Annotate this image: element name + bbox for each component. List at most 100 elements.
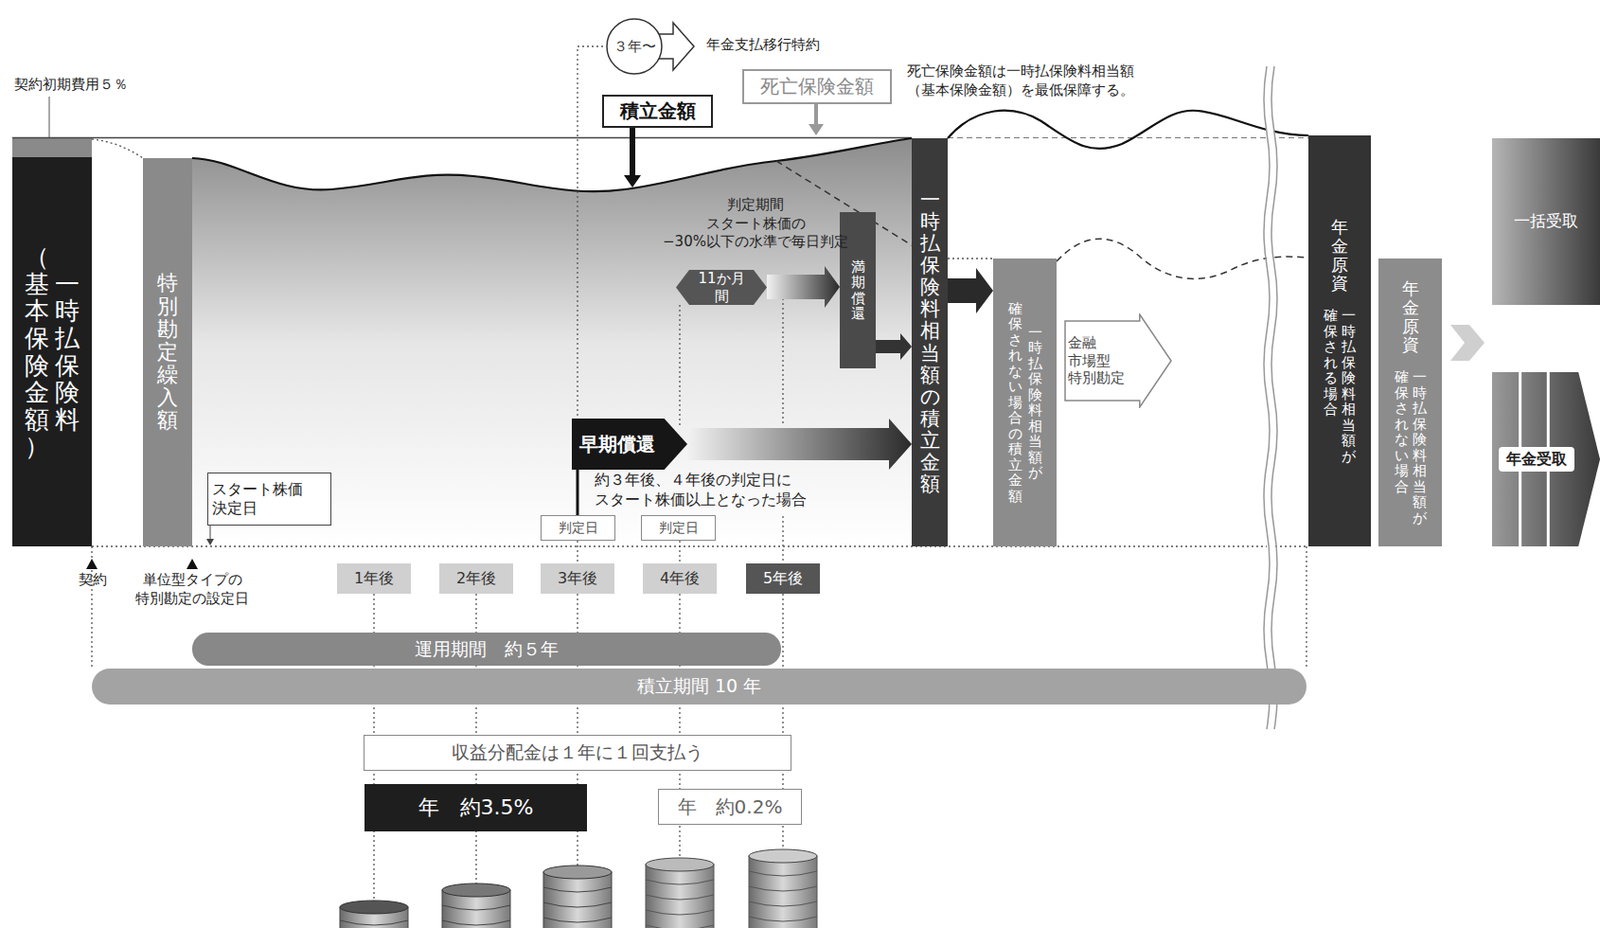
death-benefit-box: 死亡保険金額 — [742, 69, 892, 105]
period-double-arrow: 11か月間 — [675, 269, 767, 305]
vertical-heading: 年金原資 — [1331, 217, 1349, 293]
axis-label: 単位型タイプの 特別勘定の設定日 — [121, 570, 264, 608]
baseline — [91, 545, 1309, 547]
dotted-line — [678, 540, 680, 564]
lump-sum-box: 一括受取 — [1492, 138, 1600, 305]
text-area: 年 約3.5% — [364, 783, 587, 832]
text-area: 年金原資一時払保険料相当額が確保される場合 — [1308, 135, 1371, 547]
node-text: 年 約0.2% — [677, 795, 783, 819]
node-text: 年金受取 — [1498, 446, 1575, 472]
node-text: 積立期間 10 年 — [637, 675, 762, 698]
node-text: 4年後 — [659, 568, 700, 588]
note-label: 判定期間 スタート株価の −30%以下の水準で毎日判定 — [632, 195, 879, 252]
text-area: 2年後 — [439, 563, 514, 594]
vertical-heading: 年金原資 — [1402, 279, 1420, 355]
date-box: スタート株価 決定日 — [207, 472, 332, 526]
node-text: 積立金額 — [620, 99, 696, 124]
dotted-line — [91, 139, 143, 159]
text-area: 1年後 — [337, 563, 411, 594]
premium-box: 一時払保険料（基本保険金額） — [12, 157, 92, 547]
death-benefit-curve — [947, 110, 1309, 149]
marker-triangle — [86, 558, 98, 569]
text-area: 早期償還 — [571, 418, 663, 470]
text-area: 判定日 — [641, 515, 715, 540]
pointer-arrow — [808, 124, 824, 136]
rate-box: 年 約3.5% — [364, 783, 587, 832]
marker-triangle — [186, 558, 198, 569]
text-area: ３年〜 — [606, 15, 662, 78]
market-account-arrow: 金融 市場型 特別勘定 — [1064, 313, 1173, 409]
reserve-amount-box: 積立金額 — [602, 94, 713, 128]
stem-line — [576, 467, 580, 516]
node-text: 年 約3.5% — [418, 794, 534, 821]
text-columns: 一時払保険料相当額が確保されない場合 — [1394, 369, 1427, 526]
coin-stack — [645, 857, 714, 928]
vertical-text: 確保されない場合 — [1394, 369, 1409, 495]
text-area: 年金受取 — [1492, 372, 1582, 547]
break-mark — [1266, 66, 1275, 729]
note-label: 死亡保険金額は一時払保険料相当額 （基本保険金額）を最低保障する。 — [906, 62, 1220, 100]
annuity-fund-box: 年金原資一時払保険料相当額が確保されない場合 — [1378, 258, 1442, 547]
text-area: 一時払保険料相当額の積立金額 — [911, 138, 948, 547]
arrow-shape — [1492, 372, 1600, 547]
text-area: 死亡保険金額 — [744, 71, 890, 103]
text-area: スタート株価 決定日 — [208, 473, 331, 525]
coin-stack — [748, 849, 818, 928]
year-box: 3年後 — [540, 563, 615, 594]
year-box: 5年後 — [746, 563, 820, 594]
node-text: 11か月間 — [691, 269, 752, 306]
accumulation-area — [192, 138, 912, 547]
text-area: 5年後 — [746, 563, 820, 594]
period-band: 積立期間 10 年 — [91, 668, 1307, 705]
annuity-receipt-arrow: 年金受取 — [1492, 372, 1600, 547]
reserve-box: 一時払保険料相当額の積立金額 — [911, 138, 948, 547]
pointer-arrow — [210, 525, 212, 540]
annuity-fund-box: 年金原資一時払保険料相当額が確保される場合 — [1308, 135, 1371, 547]
break-mark — [1263, 66, 1270, 729]
reserve-shortfall-box: 一時払保険料相当額が確保されない場合の積立金額 — [993, 258, 1057, 547]
vertical-text: 特別勘定繰入額 — [157, 271, 178, 432]
chevron-arrow — [1450, 324, 1485, 361]
leader-line — [49, 96, 51, 139]
period-circle: ３年〜 — [604, 15, 696, 78]
judge-day-box: 判定日 — [640, 515, 716, 541]
flow-arrow — [875, 333, 912, 360]
text-area: 金融 市場型 特別勘定 — [1064, 313, 1140, 409]
dotted-line — [678, 304, 680, 427]
coin-stack — [442, 883, 511, 928]
premium-level-line — [947, 137, 1309, 139]
judge-day-box: 判定日 — [540, 515, 616, 541]
node-text: 金融 市場型 特別勘定 — [1067, 334, 1137, 388]
node-text: 一括受取 — [1513, 211, 1579, 232]
initial-cost-cap — [12, 138, 92, 158]
axis-label: 契約 — [73, 570, 112, 590]
note-label: 契約初期費用５％ — [14, 75, 176, 95]
text-area: 4年後 — [642, 563, 717, 594]
text-area: 一括受取 — [1492, 138, 1600, 305]
node-text: 判定日 — [658, 519, 699, 537]
node-text: 5年後 — [763, 568, 803, 588]
transfer-box: 特別勘定繰入額 — [142, 158, 193, 547]
node-text: スタート株価 決定日 — [212, 480, 327, 518]
node-text: ３年〜 — [613, 37, 657, 56]
text-area: 年 約0.2% — [658, 789, 801, 824]
node-text: 収益分配金は１年に１回支払う — [451, 741, 704, 765]
vertical-text: 一時払保険料相当額が — [1028, 324, 1043, 481]
text-area: 特別勘定繰入額 — [142, 158, 193, 547]
vertical-text: 一時払保険料相当額が — [1412, 369, 1427, 526]
year-box: 4年後 — [642, 563, 717, 594]
break-mark — [1271, 66, 1278, 729]
coin-stack — [543, 865, 612, 928]
pointer-arrow — [814, 104, 818, 125]
early-redemption-arrow: 早期償還 — [571, 418, 688, 470]
vertical-text: 確保される場合 — [1323, 307, 1338, 418]
pointer-arrow — [206, 538, 214, 546]
flow-arrow — [947, 267, 994, 314]
period-band: 運用期間 約５年 — [192, 632, 782, 666]
node-text: 2年後 — [456, 568, 497, 588]
year-box: 1年後 — [337, 563, 411, 594]
year-box: 2年後 — [439, 563, 514, 594]
